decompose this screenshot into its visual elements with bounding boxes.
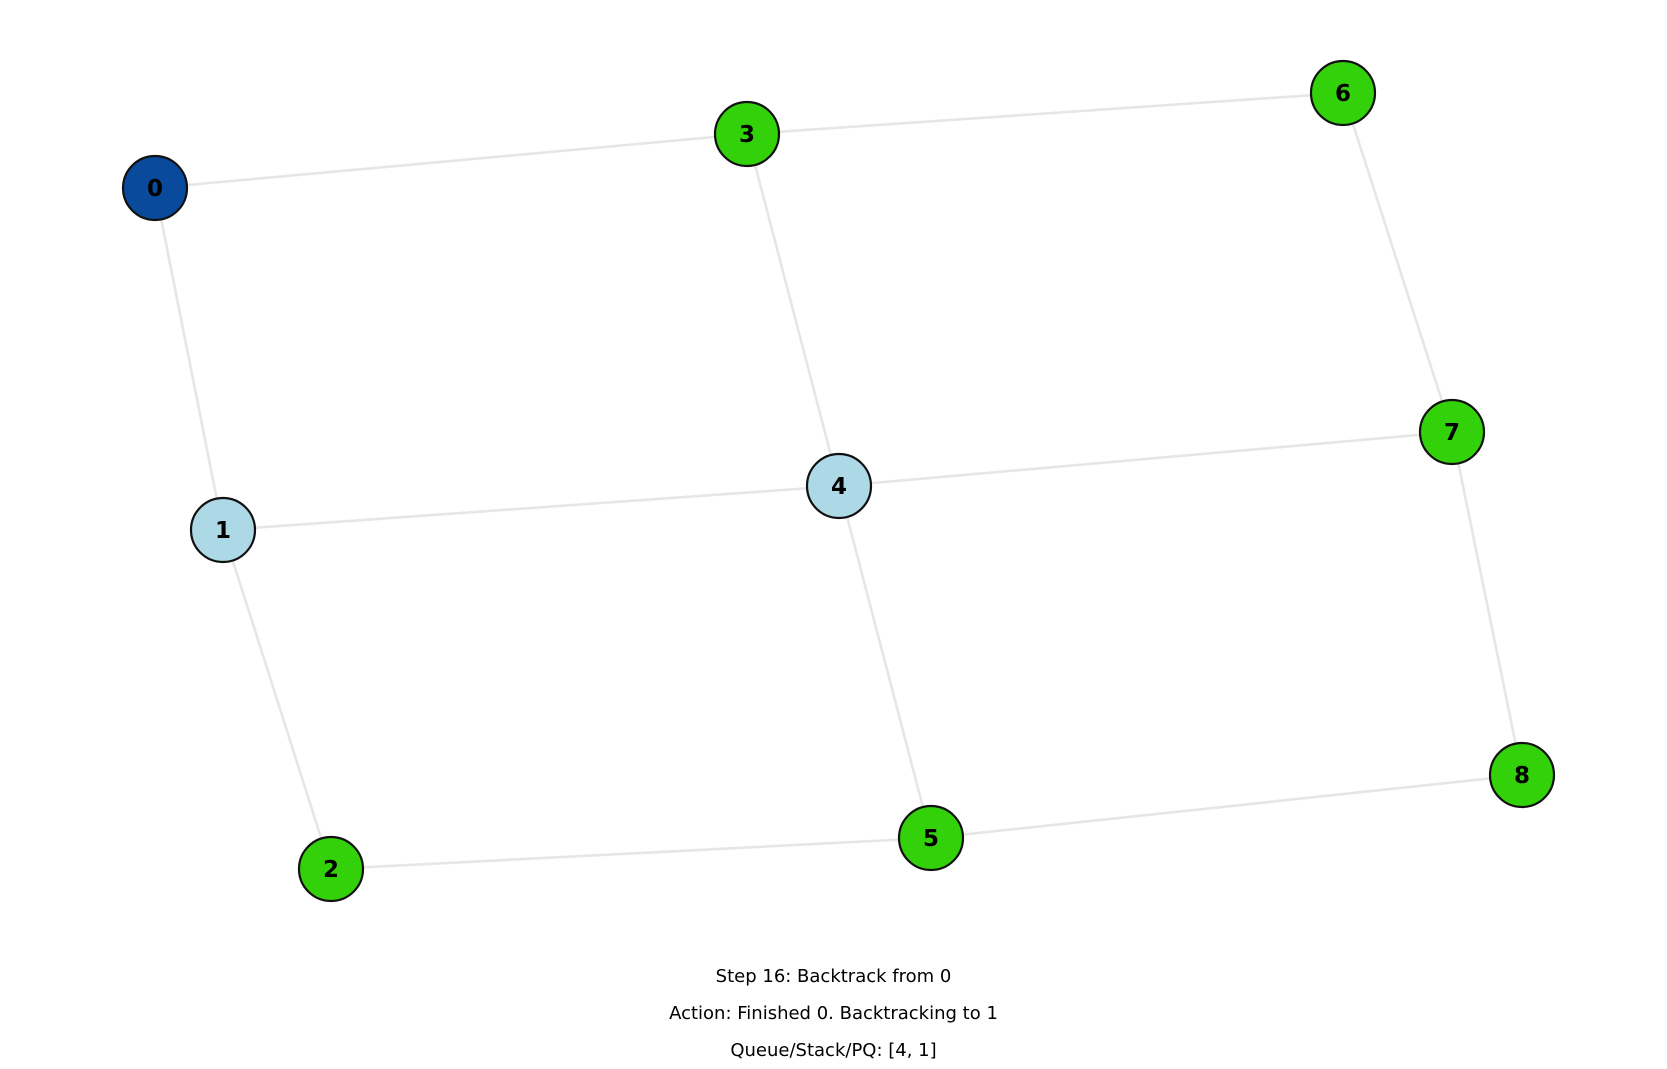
node-2-circle: [297, 835, 365, 903]
action-caption: Action: Finished 0. Backtracking to 1: [669, 1003, 998, 1024]
node-0: 0: [121, 154, 189, 222]
node-0-label: 0: [147, 176, 163, 202]
edge-0-1: [153, 187, 225, 531]
node-7-circle: [1418, 398, 1486, 466]
node-3-label: 3: [739, 122, 755, 148]
edges-layer: [153, 91, 1524, 871]
node-4-circle: [805, 452, 873, 520]
node-2-label: 2: [323, 857, 339, 883]
node-1: 1: [189, 496, 257, 564]
edge-1-2: [221, 529, 333, 870]
edge-3-4: [745, 133, 841, 487]
node-0-circle: [121, 154, 189, 222]
edge-2-5: [330, 836, 932, 871]
node-3-circle: [713, 100, 781, 168]
node-7-label: 7: [1444, 420, 1460, 446]
node-8-circle: [1488, 741, 1556, 809]
node-4: 4: [805, 452, 873, 520]
node-5: 5: [897, 804, 965, 872]
node-8-label: 8: [1514, 763, 1530, 789]
node-5-circle: [897, 804, 965, 872]
edge-0-3: [154, 132, 748, 190]
edge-1-4: [222, 484, 840, 532]
node-6: 6: [1309, 59, 1377, 127]
edge-3-6: [746, 91, 1344, 136]
node-6-circle: [1309, 59, 1377, 127]
node-5-label: 5: [923, 826, 939, 852]
node-7: 7: [1418, 398, 1486, 466]
edge-5-8: [930, 773, 1523, 840]
node-1-label: 1: [215, 518, 231, 544]
step-caption: Step 16: Backtrack from 0: [715, 966, 952, 987]
node-1-circle: [189, 496, 257, 564]
node-6-label: 6: [1335, 81, 1351, 107]
edge-6-7: [1341, 92, 1454, 433]
edge-7-8: [1450, 431, 1524, 776]
node-2: 2: [297, 835, 365, 903]
node-8: 8: [1488, 741, 1556, 809]
edge-4-5: [837, 485, 933, 839]
edge-4-7: [838, 430, 1453, 488]
queue-caption: Queue/Stack/PQ: [4, 1]: [730, 1040, 937, 1061]
nodes-layer: 0 1 2 3 4 5 6 7 8: [121, 59, 1556, 903]
node-4-label: 4: [831, 474, 847, 500]
node-3: 3: [713, 100, 781, 168]
